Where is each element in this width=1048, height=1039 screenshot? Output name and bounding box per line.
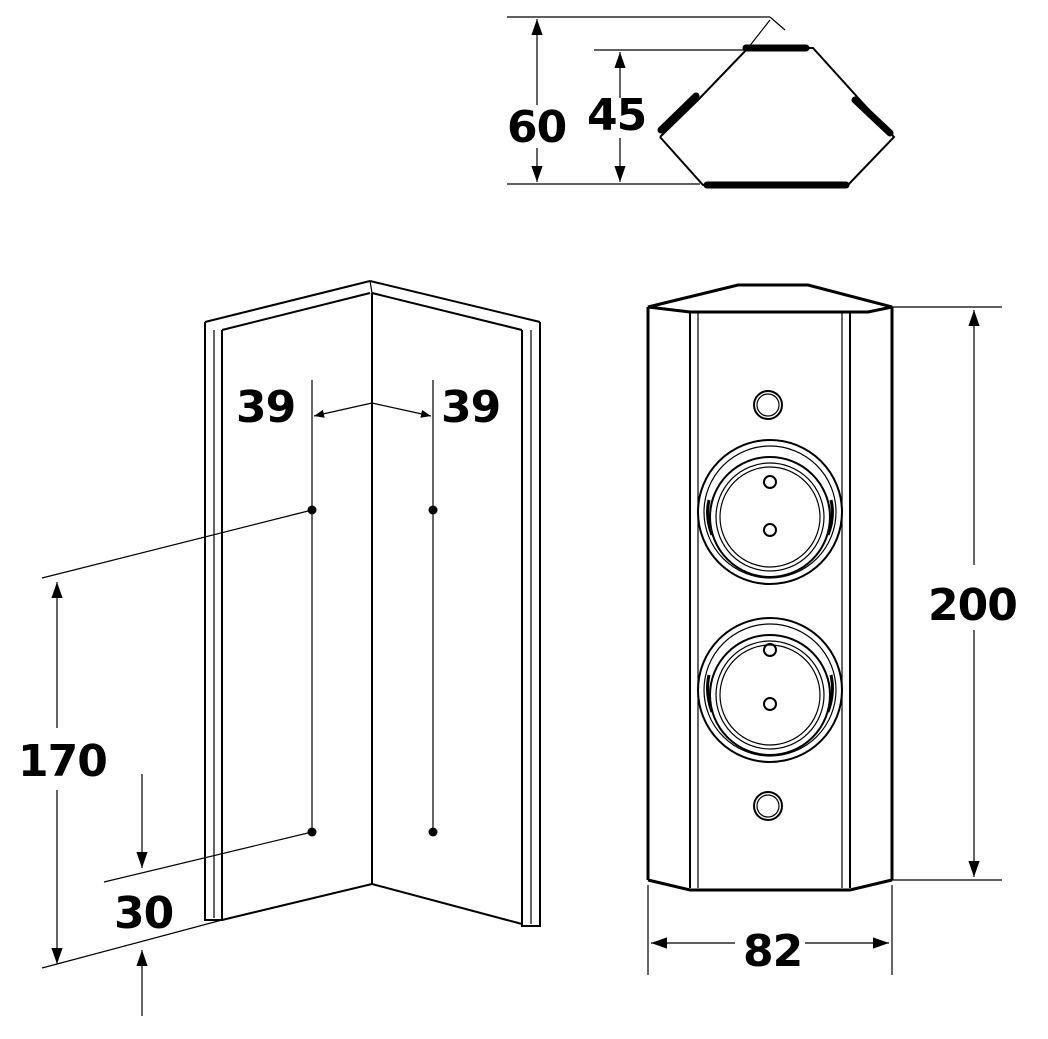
screw-hole-bottom — [753, 791, 783, 821]
front-view-top-cap — [647, 283, 893, 314]
dim-label-hole-offset-left: 39 — [236, 382, 295, 433]
screw-hole-top — [753, 390, 783, 420]
front-view: 200 82 — [646, 283, 1018, 977]
bracket-right-wing — [369, 280, 541, 927]
dim-label-depth: 60 — [507, 102, 566, 153]
dim-arrow-39-right — [371, 402, 432, 418]
front-view-body — [646, 307, 894, 892]
power-socket-bottom — [697, 617, 843, 763]
ext-line-apex — [769, 16, 786, 31]
dim-label-hole-spacing: 170 — [18, 736, 107, 787]
mounting-bracket: 39 39 170 30 — [18, 280, 541, 1016]
dim-arrow-39-left — [313, 402, 373, 418]
power-socket-top — [697, 439, 843, 585]
dim-label-bottom-offset: 30 — [114, 888, 173, 939]
socket-pin-hole — [763, 697, 777, 711]
socket-pin-hole — [763, 475, 777, 489]
socket-pin-hole — [763, 523, 777, 537]
socket-pin-hole — [763, 643, 777, 657]
top-view-outline — [657, 19, 896, 189]
dim-label-height: 200 — [928, 580, 1017, 631]
top-view: 60 45 — [507, 16, 896, 189]
dim-label-depth-inner: 45 — [587, 90, 646, 141]
bracket-left-wing — [204, 280, 373, 921]
dim-label-width: 82 — [743, 926, 802, 977]
dim-label-hole-offset-right: 39 — [441, 382, 500, 433]
